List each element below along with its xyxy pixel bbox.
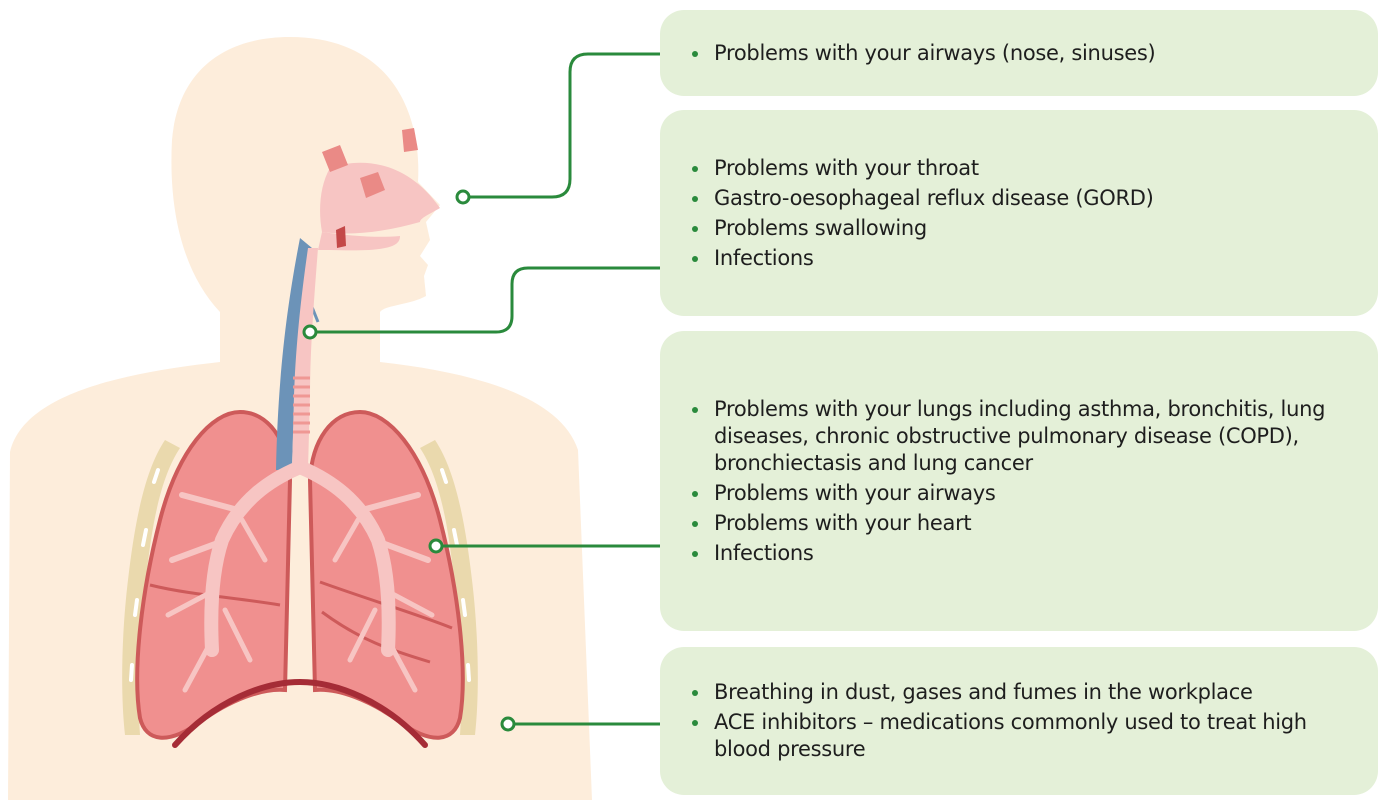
marker-throat [304, 326, 316, 338]
cause-item: Problems with your airways [688, 480, 1358, 507]
cause-item: Problems with your heart [688, 510, 1358, 537]
marker-workplace [502, 718, 514, 730]
cause-item: Infections [688, 245, 1358, 272]
cause-item: Gastro-oesophageal reflux disease (GORD) [688, 185, 1358, 212]
cause-list: Problems with your lungs including asthm… [688, 393, 1358, 570]
cause-item: Infections [688, 540, 1358, 567]
cause-list: Breathing in dust, gases and fumes in th… [688, 676, 1358, 766]
cause-item: Problems with your lungs including asthm… [688, 396, 1358, 477]
cause-box-lungs: Problems with your lungs including asthm… [660, 331, 1378, 631]
cause-item: Breathing in dust, gases and fumes in th… [688, 679, 1358, 706]
cause-item: Problems with your throat [688, 155, 1358, 182]
connector-line-1 [470, 54, 660, 197]
cause-box-workplace: Breathing in dust, gases and fumes in th… [660, 647, 1378, 795]
cause-box-airways: Problems with your airways (nose, sinuse… [660, 10, 1378, 96]
marker-nose [457, 191, 469, 203]
cause-item: Problems swallowing [688, 215, 1358, 242]
cause-list: Problems with your throat Gastro-oesopha… [688, 152, 1358, 275]
cause-box-throat: Problems with your throat Gastro-oesopha… [660, 110, 1378, 316]
cause-list: Problems with your airways (nose, sinuse… [688, 37, 1358, 70]
marker-lungs [430, 540, 442, 552]
cause-item: ACE inhibitors – medications commonly us… [688, 709, 1358, 763]
cause-item: Problems with your airways (nose, sinuse… [688, 40, 1358, 67]
trachea-rings [293, 378, 310, 432]
